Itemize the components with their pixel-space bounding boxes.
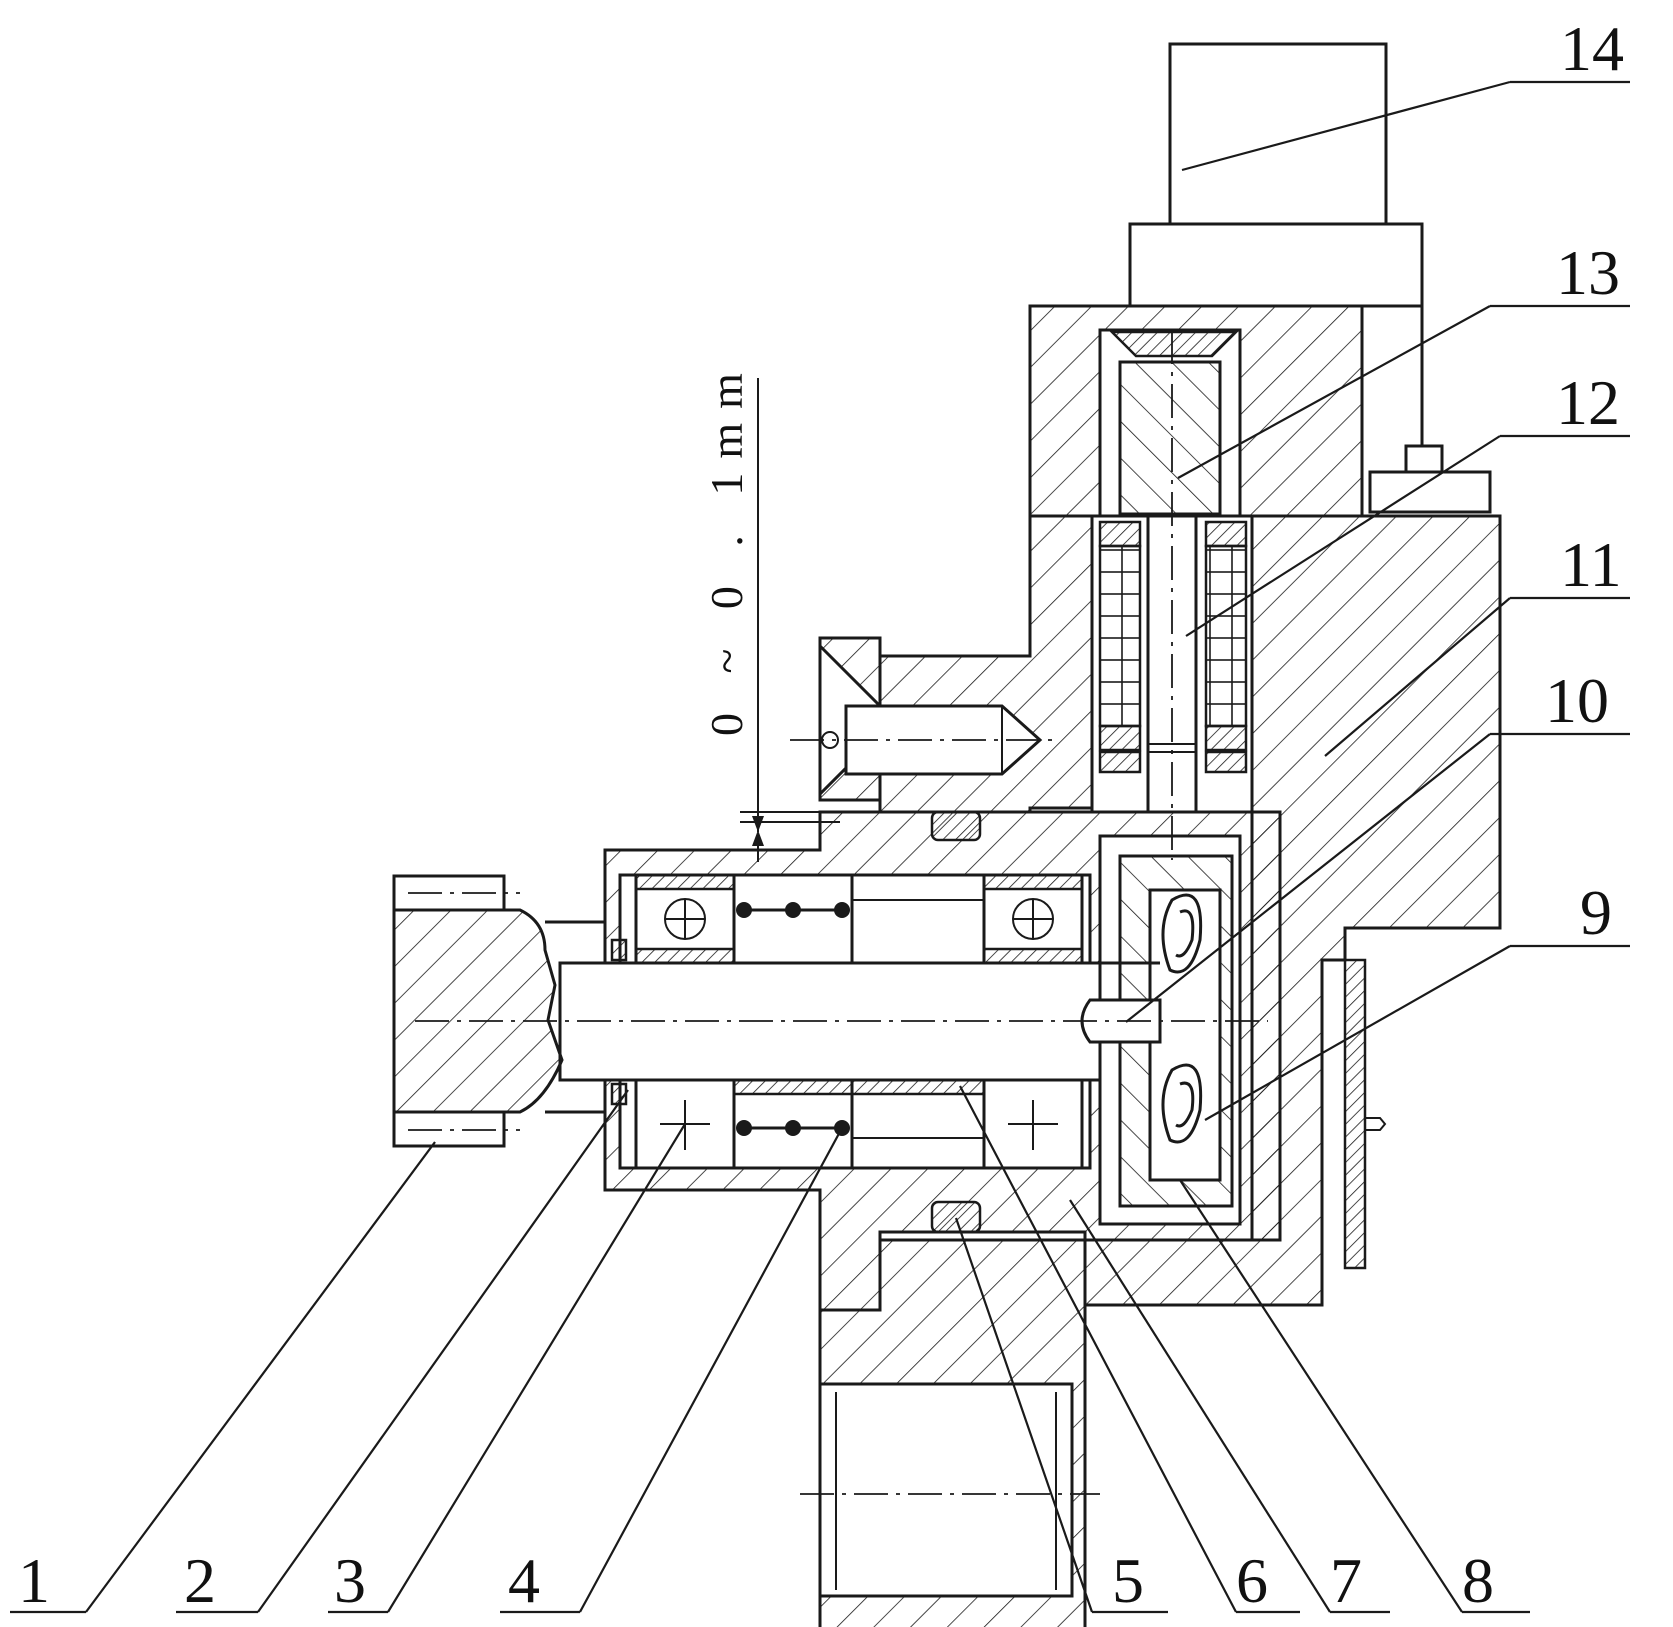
upper-block	[1030, 306, 1362, 516]
bearing-right-bottom	[984, 1080, 1082, 1168]
label-9: 9	[1580, 877, 1612, 948]
label-11: 11	[1560, 529, 1622, 600]
label-6: 6	[1236, 1545, 1268, 1616]
label-13: 13	[1556, 237, 1620, 308]
label-2: 2	[184, 1545, 216, 1616]
label-12: 12	[1556, 367, 1620, 438]
label-10: 10	[1545, 665, 1609, 736]
bearing-left-top	[636, 875, 734, 963]
label-8: 8	[1462, 1545, 1494, 1616]
bearing-right-top	[984, 875, 1082, 963]
label-1: 1	[18, 1545, 50, 1616]
label-4: 4	[508, 1545, 540, 1616]
label-3: 3	[334, 1545, 366, 1616]
dimension-text: 0 ~ 0 . 1mm	[701, 359, 752, 736]
label-14: 14	[1560, 13, 1624, 84]
label-7: 7	[1330, 1545, 1362, 1616]
label-5: 5	[1112, 1545, 1144, 1616]
